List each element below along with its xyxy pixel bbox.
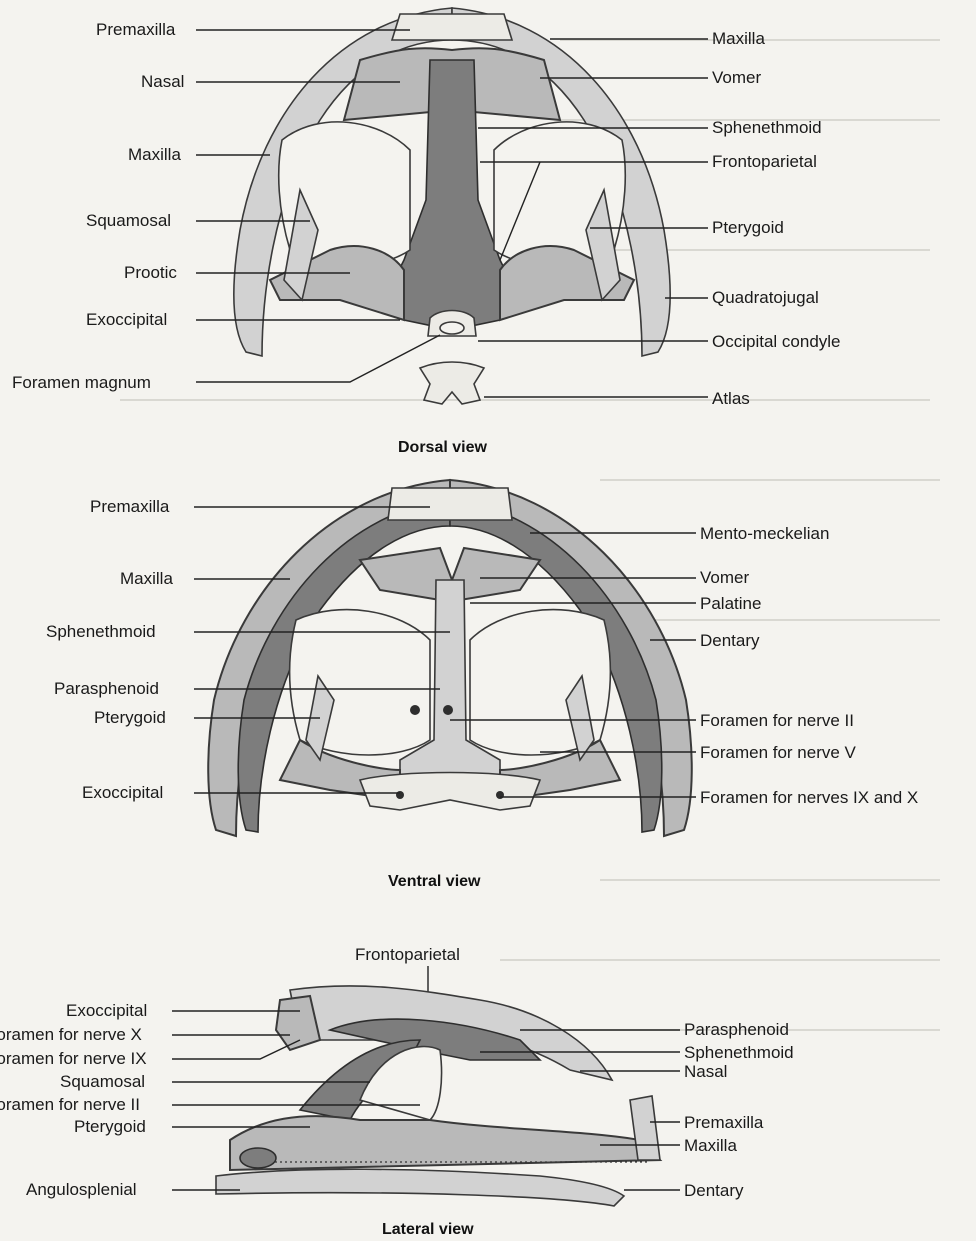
lateral-label-squamosal: Squamosal — [60, 1072, 145, 1091]
ventral-label-foramen-nerve-ii: Foramen for nerve II — [700, 711, 854, 730]
lateral-label-nasal: Nasal — [684, 1062, 727, 1081]
ventral-label-foramen-nerve-v: Foramen for nerve V — [700, 743, 857, 762]
dorsal-skull — [234, 8, 671, 404]
lateral-label-foramen-nerve-ii: Foramen for nerve II — [0, 1095, 140, 1114]
lateral-label-premaxilla: Premaxilla — [684, 1113, 764, 1132]
ventral-label-pterygoid: Pterygoid — [94, 708, 166, 727]
lateral-label-pterygoid: Pterygoid — [74, 1117, 146, 1136]
dorsal-label-vomer: Vomer — [712, 68, 761, 87]
lateral-label-foramen-nerve-ix: Foramen for nerve IX — [0, 1049, 147, 1068]
dorsal-label-exoccipital: Exoccipital — [86, 310, 167, 329]
ventral-caption: Ventral view — [388, 873, 481, 890]
dorsal-label-atlas: Atlas — [712, 389, 750, 408]
lateral-label-exoccipital: Exoccipital — [66, 1001, 147, 1020]
dorsal-label-occipital-condyle: Occipital condyle — [712, 332, 841, 351]
dorsal-label-foramen-magnum: Foramen magnum — [12, 373, 151, 392]
ventral-label-exoccipital: Exoccipital — [82, 783, 163, 802]
lateral-label-sphenethmoid: Sphenethmoid — [684, 1043, 794, 1062]
dorsal-label-prootic: Prootic — [124, 263, 177, 282]
dorsal-label-premaxilla: Premaxilla — [96, 20, 176, 39]
ventral-label-dentary: Dentary — [700, 631, 760, 650]
lateral-skull — [216, 986, 660, 1206]
ventral-label-premaxilla: Premaxilla — [90, 497, 170, 516]
dorsal-label-maxilla: Maxilla — [128, 145, 181, 164]
dorsal-label-squamosal: Squamosal — [86, 211, 171, 230]
ventral-label-maxilla: Maxilla — [120, 569, 173, 588]
ventral-label-sphenethmoid: Sphenethmoid — [46, 622, 156, 641]
ventral-label-vomer: Vomer — [700, 568, 749, 587]
ventral-label-parasphenoid: Parasphenoid — [54, 679, 159, 698]
dorsal-caption: Dorsal view — [398, 439, 487, 456]
lateral-label-parasphenoid: Parasphenoid — [684, 1020, 789, 1039]
lateral-label-frontoparietal: Frontoparietal — [355, 945, 460, 964]
ventral-label-foramen-nerves-ix-x: Foramen for nerves IX and X — [700, 788, 918, 807]
dorsal-label-sphenethmoid: Sphenethmoid — [712, 118, 822, 137]
dorsal-label-frontoparietal: Frontoparietal — [712, 152, 817, 171]
dorsal-label-quadratojugal: Quadratojugal — [712, 288, 819, 307]
lateral-caption: Lateral view — [382, 1221, 474, 1238]
dorsal-label-nasal: Nasal — [141, 72, 184, 91]
lateral-label-dentary: Dentary — [684, 1181, 744, 1200]
lateral-label-foramen-nerve-x: Foramen for nerve X — [0, 1025, 142, 1044]
dorsal-label-pterygoid: Pterygoid — [712, 218, 784, 237]
lateral-label-maxilla: Maxilla — [684, 1136, 737, 1155]
lateral-label-angulosplenial: Angulosplenial — [26, 1180, 137, 1199]
ventral-label-palatine: Palatine — [700, 594, 761, 613]
ventral-label-mento-meckelian: Mento-meckelian — [700, 524, 829, 543]
dorsal-label-maxilla-right: Maxilla — [712, 29, 765, 48]
